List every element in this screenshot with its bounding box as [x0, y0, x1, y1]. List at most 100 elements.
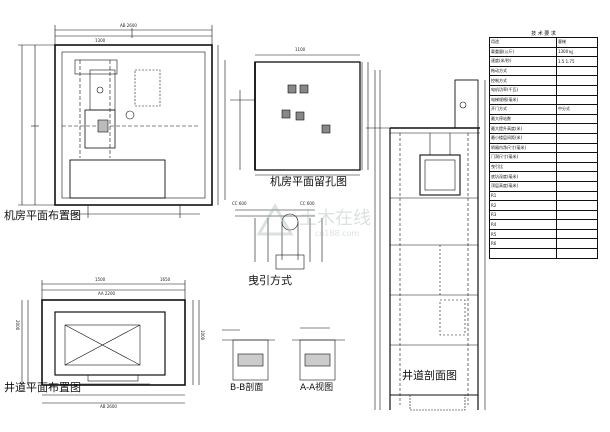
- dim-cc-2: CC 600: [300, 201, 315, 206]
- spec-label: 最小楼层间距(米): [489, 132, 557, 144]
- spec-label: R2: [489, 200, 557, 211]
- spec-value: [555, 180, 599, 192]
- spec-row: R4: [489, 219, 599, 230]
- spec-label: 电梯规格(毫米): [489, 94, 557, 106]
- spec-label: 最大停站数: [489, 113, 557, 125]
- dim-2000: 2000: [15, 320, 20, 331]
- spec-value: [555, 84, 599, 96]
- spec-value: [555, 94, 599, 106]
- section-aa-title: A-A视图: [300, 383, 334, 393]
- spec-row: 用途客梯: [489, 37, 599, 48]
- spec-row: 载重量(公斤)1300 ㎏: [489, 46, 599, 58]
- spec-label: 拖动方式: [489, 65, 557, 77]
- spec-label: R1: [489, 190, 557, 202]
- spec-value: [555, 200, 599, 211]
- spec-label: 载重量(公斤): [489, 46, 557, 58]
- hoistway-section-title: 井道剖面图: [402, 369, 457, 382]
- spec-row: 顶层高度(毫米): [489, 180, 599, 192]
- dim-ab-top: AB 2600: [120, 23, 137, 28]
- hoistway-section: [366, 70, 486, 411]
- section-bb-title: B-B剖面: [230, 383, 264, 393]
- spec-label: 顶层高度(毫米): [489, 180, 557, 192]
- dim-1500: 1500: [95, 277, 106, 282]
- spec-row: 电机功率(千瓦): [489, 84, 599, 96]
- spec-row: R2: [489, 200, 599, 211]
- spec-value: [555, 171, 599, 182]
- spec-row: 开门方式中分式: [489, 104, 599, 115]
- spec-value: [555, 238, 599, 250]
- spec-row: R6: [489, 238, 599, 250]
- spec-label: R5: [489, 228, 557, 240]
- spec-label: 速度(米/秒): [489, 56, 557, 67]
- machine-room-layout-title: 机房平面布置图: [4, 209, 81, 222]
- spec-value: 中分式: [555, 104, 599, 115]
- spec-value: [555, 123, 599, 134]
- spec-label: 用途: [489, 37, 557, 48]
- spec-label: 最大提升高度(米): [489, 123, 557, 134]
- machine-room-layout: [18, 25, 226, 218]
- spec-row: R3: [489, 209, 599, 221]
- spec-label: 曳引比: [489, 161, 557, 173]
- spec-row: 底坑深度(毫米): [489, 171, 599, 182]
- spec-value: [555, 209, 599, 221]
- spec-row: 拖动方式: [489, 65, 599, 77]
- spec-label: [489, 248, 557, 259]
- watermark-logo: 土木在线 co188.com: [256, 202, 371, 238]
- spec-row: 最大提升高度(米): [489, 123, 599, 134]
- dim-1100: 1100: [295, 47, 306, 52]
- spec-value: [555, 228, 599, 240]
- spec-value: [555, 113, 599, 125]
- spec-label: 控制方式: [489, 75, 557, 86]
- spec-row: 控制方式: [489, 75, 599, 86]
- machine-room-holes-title: 机房平面留孔图: [270, 175, 347, 188]
- spec-table-caption: 技 术 要 求: [531, 31, 556, 37]
- dim-1300: 1300: [95, 38, 106, 43]
- spec-label: 底坑深度(毫米): [489, 171, 557, 182]
- spec-label: R4: [489, 219, 557, 230]
- spec-value: 1300 ㎏: [555, 46, 599, 58]
- spec-value: [555, 190, 599, 202]
- spec-row: R1: [489, 190, 599, 202]
- spec-label: 门洞尺寸(毫米): [489, 152, 557, 163]
- spec-row: 门洞尺寸(毫米): [489, 152, 599, 163]
- roping-title: 曳引方式: [248, 274, 292, 287]
- spec-label: R3: [489, 209, 557, 221]
- spec-row: 轿厢内净尺寸(毫米): [489, 142, 599, 154]
- spec-row: [489, 248, 599, 259]
- spec-value: 1.5 1.75: [555, 56, 599, 67]
- dim-cc-1: CC 600: [232, 201, 247, 206]
- spec-label: R6: [489, 238, 557, 250]
- spec-value: 客梯: [555, 37, 599, 48]
- spec-value: [555, 75, 599, 86]
- spec-value: [555, 248, 599, 259]
- spec-label: 轿厢内净尺寸(毫米): [489, 142, 557, 154]
- spec-value: [555, 132, 599, 144]
- spec-row: 最大停站数: [489, 113, 599, 125]
- spec-value: [555, 161, 599, 173]
- dim-1650: 1650: [160, 277, 171, 282]
- spec-row: R5: [489, 228, 599, 240]
- spec-row: 曳引比: [489, 161, 599, 173]
- spec-row: 最小楼层间距(米): [489, 132, 599, 144]
- spec-row: 速度(米/秒)1.5 1.75: [489, 56, 599, 67]
- roping-diagram: [235, 209, 323, 270]
- spec-label: 电机功率(千瓦): [489, 84, 557, 96]
- hoistway-layout: [21, 280, 200, 404]
- hoistway-layout-title: 井道平面布置图: [4, 381, 81, 394]
- dim-ab-bottom: AB 2600: [100, 404, 117, 409]
- dim-aa-top: AA 2200: [98, 291, 116, 296]
- spec-value: [555, 152, 599, 163]
- spec-label: 开门方式: [489, 104, 557, 115]
- watermark-sub: co188.com: [315, 229, 359, 238]
- watermark-text: 土木在线: [299, 208, 371, 229]
- spec-row: 电梯规格(毫米): [489, 94, 599, 106]
- section-bb: [222, 329, 275, 381]
- dim-1000: 1000: [200, 330, 205, 341]
- spec-value: [555, 219, 599, 230]
- section-aa: [292, 327, 345, 381]
- spec-value: [555, 65, 599, 77]
- spec-value: [555, 142, 599, 154]
- machine-room-holes: [230, 54, 369, 176]
